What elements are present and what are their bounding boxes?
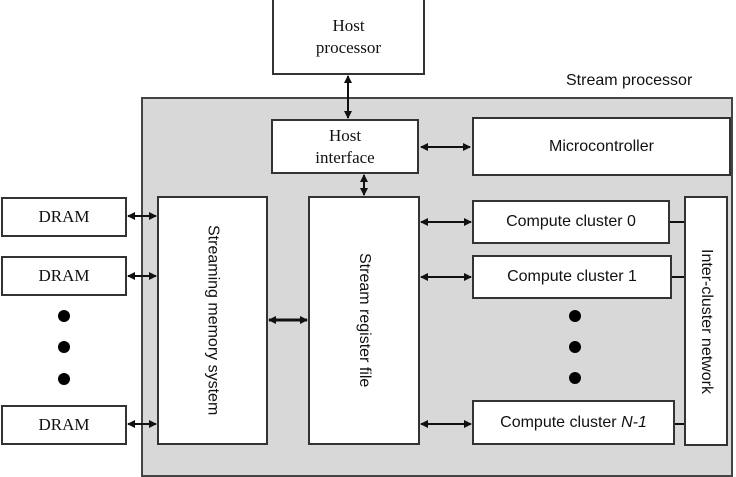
ellipsis-dot: [569, 341, 581, 353]
dram-block-last: DRAM: [1, 405, 127, 445]
compute-cluster-1: Compute cluster 1: [472, 255, 672, 299]
compute-cluster-0: Compute cluster 0: [472, 200, 670, 244]
dram-label: DRAM: [38, 207, 90, 226]
compute-cluster-n-minus-1: Compute cluster N-1: [472, 400, 675, 445]
dram-block-0: DRAM: [1, 197, 127, 237]
host-interface-block: Host interface: [271, 119, 419, 174]
host-processor-block: Host processor: [272, 0, 425, 75]
ellipsis-dot: [58, 341, 70, 353]
microcontroller-block: Microcontroller: [472, 117, 731, 176]
stream-processor-label: Stream processor: [566, 72, 693, 89]
ellipsis-dot: [569, 310, 581, 322]
stream-register-file-label: Stream register file: [356, 253, 373, 388]
compute-cluster-label: Compute cluster 0: [506, 213, 636, 230]
ellipsis-dot: [58, 310, 70, 322]
microcontroller-label: Microcontroller: [549, 137, 654, 155]
compute-cluster-label: Compute cluster 1: [507, 268, 637, 285]
host-processor-label-line2: processor: [315, 37, 382, 57]
streaming-memory-system-block: Streaming memory system: [157, 196, 268, 445]
streaming-memory-system-label: Streaming memory system: [204, 225, 222, 416]
inter-cluster-network-label: Inter-cluster network: [698, 248, 715, 394]
ellipsis-dot: [58, 373, 70, 385]
compute-cluster-label: Compute cluster N-1: [500, 413, 647, 431]
stream-register-file-block: Stream register file: [308, 196, 420, 445]
inter-cluster-network-block: Inter-cluster network: [684, 196, 728, 446]
dram-label: DRAM: [38, 415, 90, 434]
host-interface-label-line1: Host: [328, 125, 362, 145]
ellipsis-dot: [569, 372, 581, 384]
dram-label: DRAM: [38, 266, 90, 285]
host-interface-label-line2: interface: [315, 147, 375, 167]
dram-block-1: DRAM: [1, 256, 127, 296]
host-processor-label-line1: Host: [332, 15, 365, 35]
